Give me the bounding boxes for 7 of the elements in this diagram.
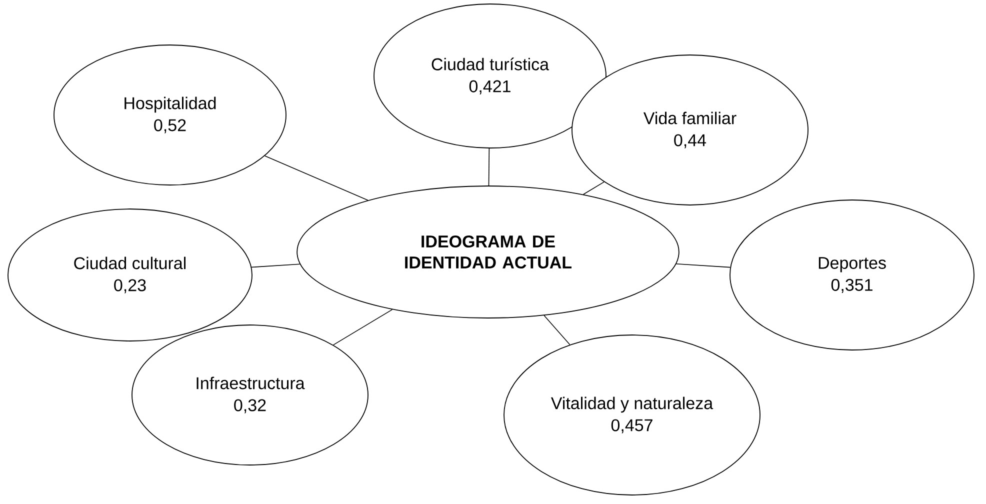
connector-line xyxy=(583,182,604,195)
connector-line xyxy=(676,264,731,268)
connector-line xyxy=(544,315,570,346)
connector-line xyxy=(251,264,300,268)
connector-line xyxy=(488,148,490,186)
connector-line xyxy=(332,309,393,346)
connector-line xyxy=(264,155,368,201)
